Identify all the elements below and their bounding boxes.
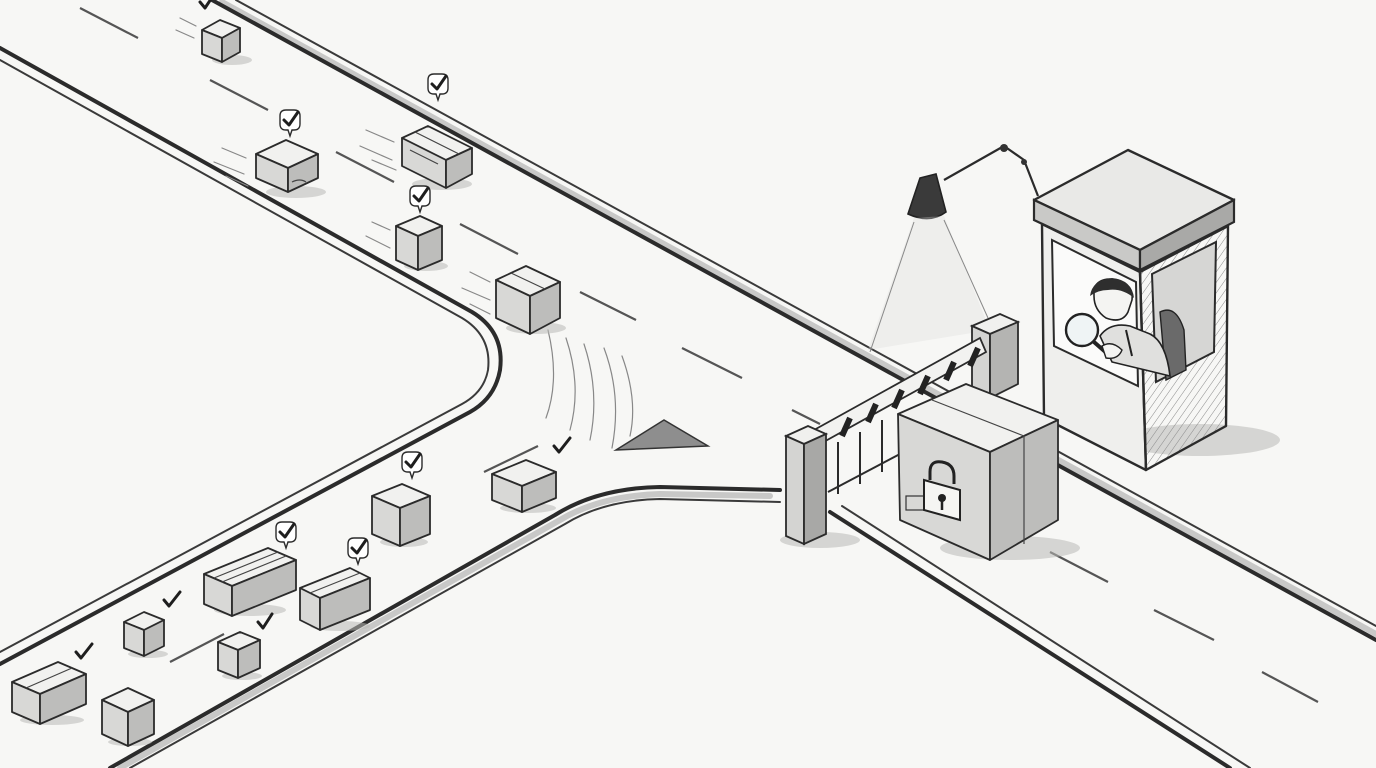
lamp-icon bbox=[868, 144, 1040, 353]
check-icon bbox=[74, 642, 94, 660]
box-main-2 bbox=[255, 139, 326, 198]
box-lower-2 bbox=[371, 483, 431, 547]
box-main-5 bbox=[495, 265, 566, 335]
guard-booth-icon bbox=[1032, 148, 1280, 472]
lane-markings bbox=[79, 7, 1319, 703]
box-lower-3 bbox=[203, 547, 297, 617]
turn-motion-lines bbox=[545, 329, 634, 449]
box-lower-5 bbox=[123, 611, 168, 658]
check-icon bbox=[427, 73, 449, 103]
check-icon bbox=[279, 109, 301, 139]
lock-icon bbox=[923, 460, 961, 522]
check-icon bbox=[552, 436, 572, 454]
box-main-3 bbox=[401, 125, 473, 190]
check-icon bbox=[198, 0, 213, 10]
security-guard bbox=[1064, 278, 1171, 378]
check-icon bbox=[275, 521, 297, 551]
barrier-gate-icon bbox=[780, 313, 1021, 548]
box-lower-7 bbox=[11, 661, 87, 725]
box-main-1 bbox=[201, 19, 252, 65]
locked-box bbox=[897, 383, 1080, 561]
check-icon bbox=[409, 185, 431, 215]
speed-lines bbox=[175, 17, 491, 315]
box-lower-6 bbox=[217, 631, 262, 680]
box-lower-4 bbox=[299, 567, 371, 631]
box-lower-8 bbox=[101, 687, 155, 747]
direction-arrow-icon bbox=[613, 419, 711, 451]
box-main-4 bbox=[395, 215, 448, 271]
check-icon bbox=[401, 451, 423, 481]
check-icon bbox=[256, 612, 274, 630]
box-lower-1 bbox=[491, 459, 557, 513]
check-icon bbox=[162, 590, 182, 608]
check-icon bbox=[347, 537, 369, 567]
magnifier-icon bbox=[1064, 312, 1112, 358]
